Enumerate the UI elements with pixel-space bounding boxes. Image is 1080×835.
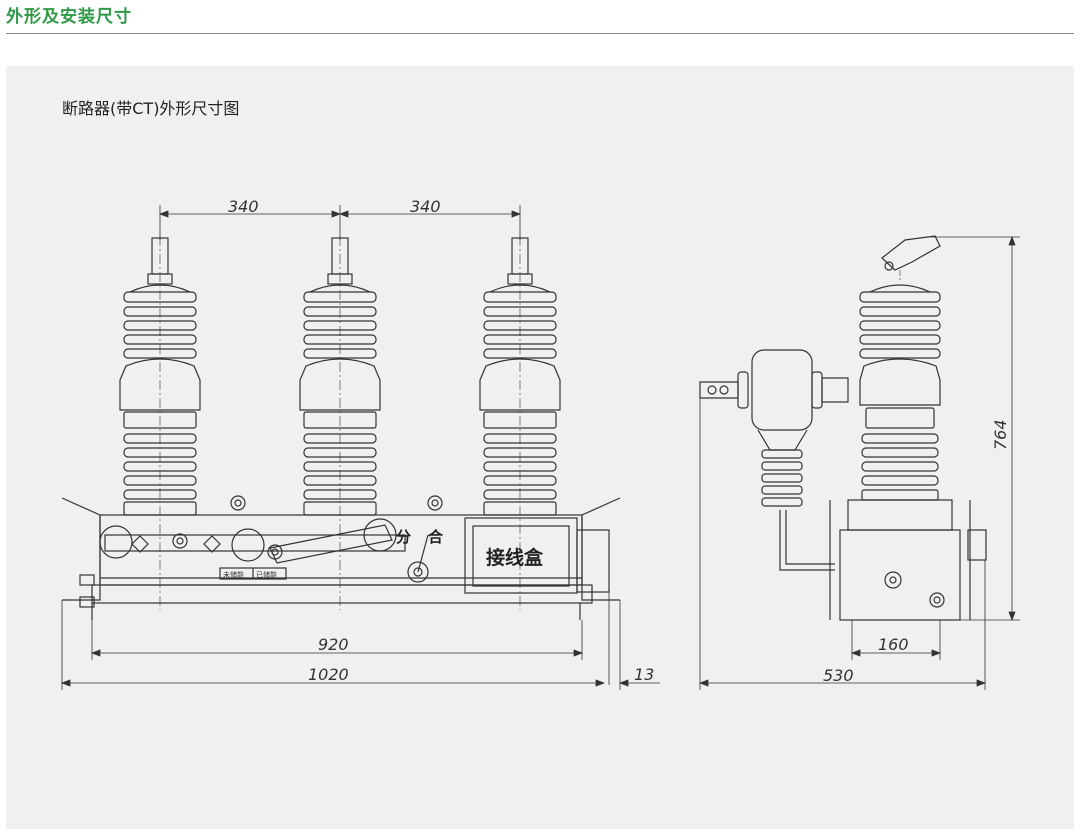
junction-box	[464, 517, 610, 685]
pole-middle	[299, 236, 381, 610]
side-dimensions	[698, 235, 1020, 690]
close-label: 合	[427, 528, 444, 546]
pole-right	[479, 236, 561, 610]
side-height-label: 764	[991, 419, 1010, 450]
uncharged-label: 未储能	[223, 570, 244, 579]
header-divider	[6, 33, 1074, 34]
total-width-label: 1020	[308, 665, 349, 684]
pitch-left-label: 340	[228, 197, 259, 216]
base-width-label: 920	[318, 635, 349, 654]
pitch-dimension	[158, 205, 522, 240]
pitch-right-label: 340	[410, 197, 441, 216]
open-label: 分	[396, 528, 411, 546]
side-depth-label: 530	[823, 666, 854, 685]
base-dimensions	[60, 600, 660, 690]
side-view: 764 160 530	[698, 235, 1020, 690]
section-title: 外形及安装尺寸	[6, 7, 132, 27]
front-view: 340 340	[60, 197, 660, 690]
mechanism-housing	[61, 495, 621, 620]
side-mount-label: 160	[878, 635, 909, 654]
drawing-caption: 断路器(带CT)外形尺寸图	[62, 99, 240, 118]
pole-left	[119, 236, 201, 610]
charged-label: 已储能	[256, 570, 277, 579]
offset-label: 13	[634, 665, 654, 684]
junction-box-label: 接线盒	[486, 546, 544, 569]
